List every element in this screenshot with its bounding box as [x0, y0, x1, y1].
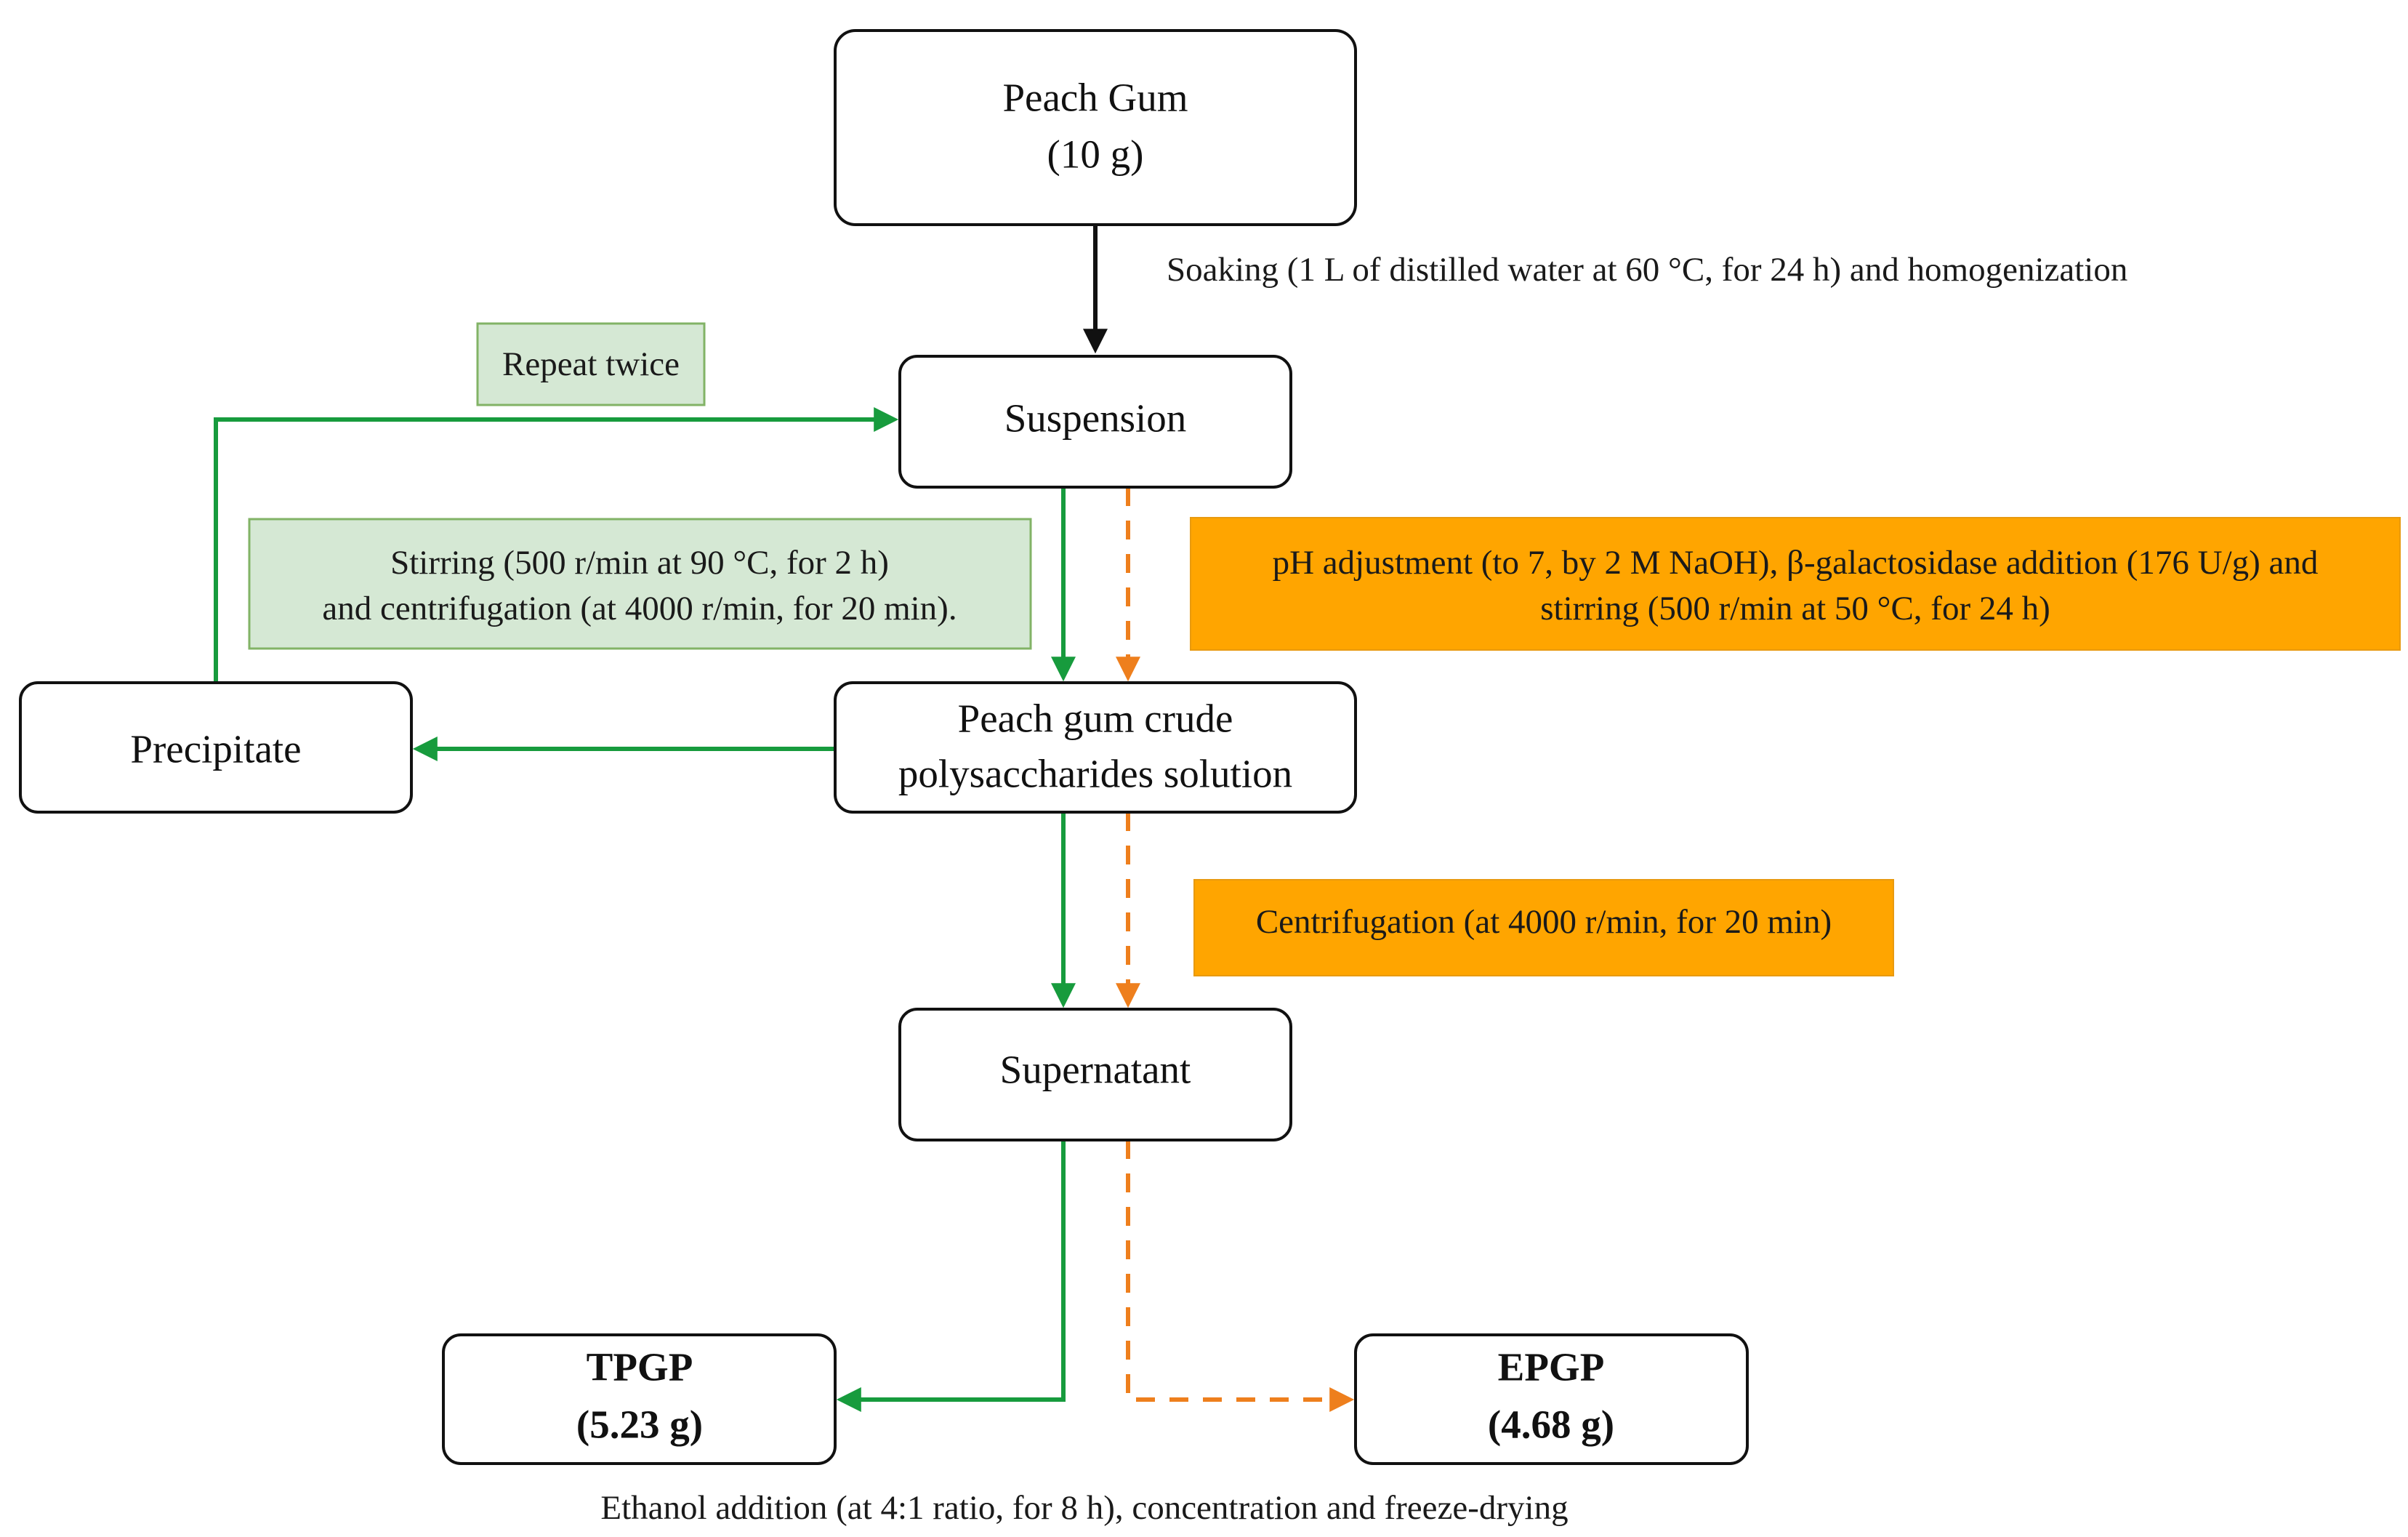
stirring-line-1: Stirring (500 r/min at 90 °C, for 2 h) — [390, 544, 889, 582]
epgp-label: EPGP — [1498, 1345, 1605, 1389]
repeat-twice-label: Repeat twice — [502, 345, 680, 383]
supernatant-label: Supernatant — [1000, 1048, 1191, 1092]
node-crude-solution: Peach gum crude polysaccharides solution — [834, 681, 1357, 814]
enzymatic-line-1: pH adjustment (to 7, by 2 M NaOH), β-gal… — [1273, 544, 2319, 582]
node-epgp: EPGP (4.68 g) — [1354, 1333, 1749, 1465]
crude-solution-line-1: Peach gum crude — [958, 697, 1233, 741]
node-supernatant: Supernatant — [898, 1008, 1292, 1141]
node-suspension: Suspension — [898, 355, 1292, 489]
tpgp-label: TPGP — [587, 1345, 693, 1389]
enzymatic-note: pH adjustment (to 7, by 2 M NaOH), β-gal… — [1190, 517, 2401, 651]
arrow-precipitate-repeat-to-suspension — [214, 407, 899, 683]
soaking-annotation: Soaking (1 L of distilled water at 60 °C… — [1167, 251, 2127, 289]
node-peach-gum: Peach Gum (10 g) — [834, 29, 1357, 226]
final-step-annotation: Ethanol addition (at 4:1 ratio, for 8 h)… — [600, 1489, 1568, 1527]
peach-gum-label: Peach Gum — [1002, 76, 1188, 120]
arrow-supernatant-to-epgp — [1126, 1140, 1355, 1412]
peach-gum-amount: (10 g) — [1047, 132, 1144, 177]
centrifugation-note: Centrifugation (at 4000 r/min, for 20 mi… — [1193, 879, 1894, 976]
crude-solution-line-2: polysaccharides solution — [898, 752, 1292, 796]
arrow-supernatant-to-tpgp — [836, 1140, 1066, 1412]
centrifugation-label: Centrifugation (at 4000 r/min, for 20 mi… — [1256, 903, 1832, 941]
precipitate-label: Precipitate — [130, 727, 301, 771]
enzymatic-line-2: stirring (500 r/min at 50 °C, for 24 h) — [1540, 590, 2050, 627]
stirring-note: Stirring (500 r/min at 90 °C, for 2 h) a… — [248, 518, 1032, 650]
node-tpgp: TPGP (5.23 g) — [442, 1333, 837, 1465]
tpgp-yield: (5.23 g) — [576, 1402, 703, 1447]
repeat-twice-note: Repeat twice — [476, 322, 706, 406]
suspension-label: Suspension — [1004, 396, 1187, 441]
node-precipitate: Precipitate — [19, 681, 413, 814]
stirring-line-2: and centrifugation (at 4000 r/min, for 2… — [322, 590, 957, 627]
epgp-yield: (4.68 g) — [1488, 1402, 1614, 1447]
